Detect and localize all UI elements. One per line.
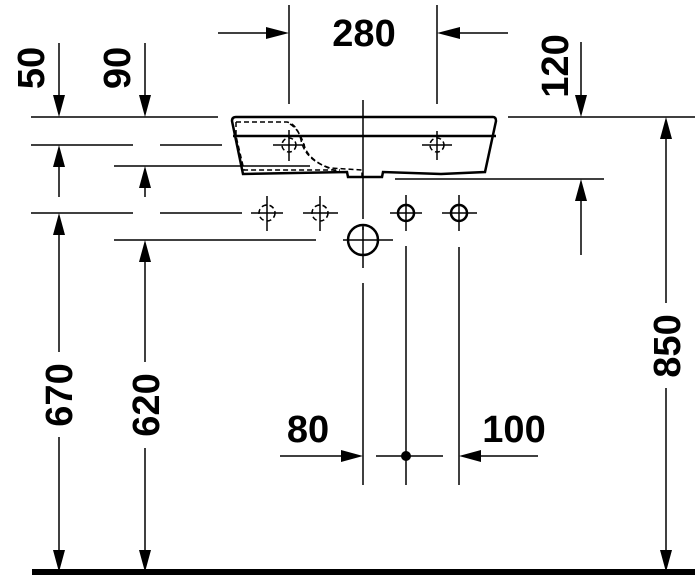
dimension-280: 280: [218, 5, 508, 104]
dimension-120: 120: [535, 34, 587, 255]
dimension-80-100: 80 100: [280, 409, 546, 462]
basin-outline: [230, 100, 498, 230]
label-50: 50: [11, 47, 53, 89]
dimension-620: 620: [126, 240, 168, 572]
label-670: 670: [39, 363, 81, 426]
tap-connection-dashed-1: [251, 196, 283, 231]
supply-connection-2: [442, 195, 477, 485]
label-280: 280: [332, 13, 395, 55]
dimension-670: 670: [39, 213, 81, 572]
reference-lines: [31, 116, 695, 241]
label-90: 90: [97, 47, 139, 89]
supply-connection-1: [390, 195, 422, 485]
connection-symbols: [251, 195, 477, 485]
tap-connection-dashed-2: [303, 196, 338, 231]
dimension-850: 850: [647, 117, 689, 572]
dimension-50: 50: [11, 43, 65, 197]
label-850: 850: [647, 314, 689, 377]
label-80: 80: [287, 409, 329, 451]
waste-outlet-symbol: [343, 223, 393, 485]
label-100: 100: [482, 409, 545, 451]
label-120: 120: [535, 34, 577, 97]
dimension-90: 90: [97, 43, 151, 197]
label-620: 620: [126, 373, 168, 436]
